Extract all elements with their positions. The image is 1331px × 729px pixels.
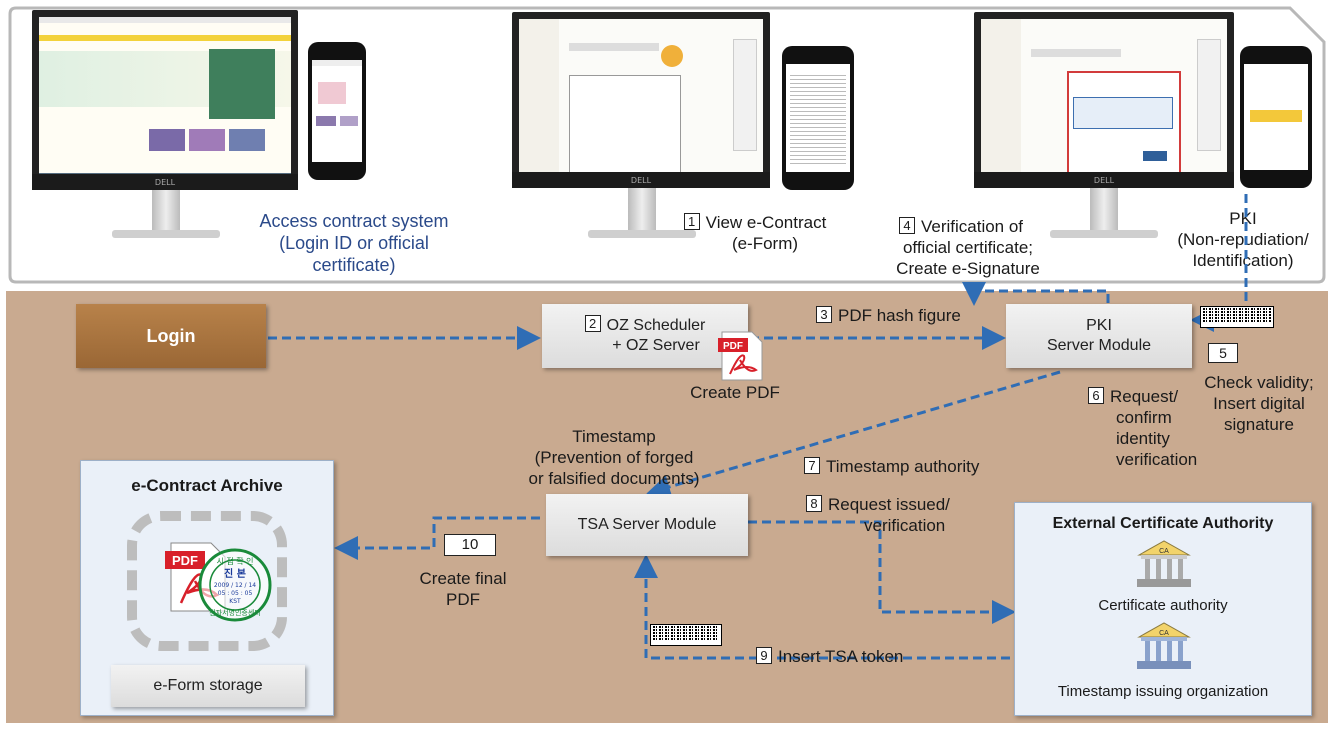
tsa-building-icon: CA [1137, 622, 1191, 669]
brand-label: DELL [1093, 176, 1115, 185]
pki-server-box: PKI Server Module [1006, 304, 1192, 368]
step10-number-box: 10 [444, 534, 496, 556]
svg-text:CA: CA [1159, 630, 1169, 637]
svg-text:KST: KST [229, 598, 241, 605]
tsa-org-label: Timestamp issuing organization [1057, 683, 1269, 700]
svg-text:PDF: PDF [172, 553, 198, 568]
step-number: 2 [584, 315, 601, 333]
brand-label: DELL [154, 178, 176, 187]
pdf-icon: PDF [718, 331, 763, 381]
step-number: 8 [806, 495, 822, 513]
monitor-3: DELL [974, 12, 1234, 252]
archive-panel: e-Contract Archive PDF 시 점 확 인 진 본 2009 … [80, 460, 334, 716]
tsa-server-box: TSA Server Module [546, 494, 748, 556]
step-number: 7 [804, 457, 820, 475]
svg-text:CA: CA [1159, 548, 1169, 555]
external-ca-title: External Certificate Authority [1052, 515, 1274, 532]
svg-text:시 점 확 인: 시 점 확 인 [216, 556, 253, 566]
login-box[interactable]: Login [76, 304, 266, 368]
step-number: 3 [816, 306, 832, 324]
step-number: 6 [1088, 387, 1104, 405]
step-number: 1 [683, 213, 700, 231]
login-label: Login [146, 325, 196, 346]
external-ca-panel: External Certificate Authority CA Certif… [1014, 502, 1312, 716]
archive-title: e-Contract Archive [131, 476, 283, 495]
ca-label: Certificate authority [1098, 597, 1228, 614]
pki-label: PKI(Non-repudiation/Identification) [1177, 209, 1309, 270]
step5-number-box: 5 [1208, 343, 1238, 363]
svg-text:05 : 05 : 05: 05 : 05 : 05 [218, 590, 253, 597]
eform-storage-box: e-Form storage [111, 665, 305, 707]
step-number: 4 [898, 217, 915, 235]
tsa-token-barcode [650, 624, 722, 646]
signature-barcode [1200, 306, 1274, 328]
phone-3 [1240, 46, 1312, 188]
brand-label: DELL [630, 176, 652, 185]
svg-text:PDF: PDF [723, 341, 743, 352]
create-pdf-label: Create PDF [690, 383, 780, 402]
phone-2 [782, 46, 854, 190]
ca-building-icon: CA [1137, 540, 1191, 587]
access-label: Access contract system(Login ID or offic… [259, 211, 449, 275]
svg-text:2009 / 12 / 14: 2009 / 12 / 14 [214, 582, 256, 589]
svg-text:전자서명인증센터: 전자서명인증센터 [209, 608, 261, 617]
svg-text:진 본: 진 본 [224, 567, 246, 580]
monitor-2: DELL [512, 12, 770, 252]
step-number: 9 [756, 647, 772, 665]
timestamp-seal-icon: 시 점 확 인 진 본 2009 / 12 / 14 05 : 05 : 05 … [198, 548, 272, 622]
monitor-1: DELL [32, 10, 298, 250]
phone-1 [308, 42, 366, 180]
